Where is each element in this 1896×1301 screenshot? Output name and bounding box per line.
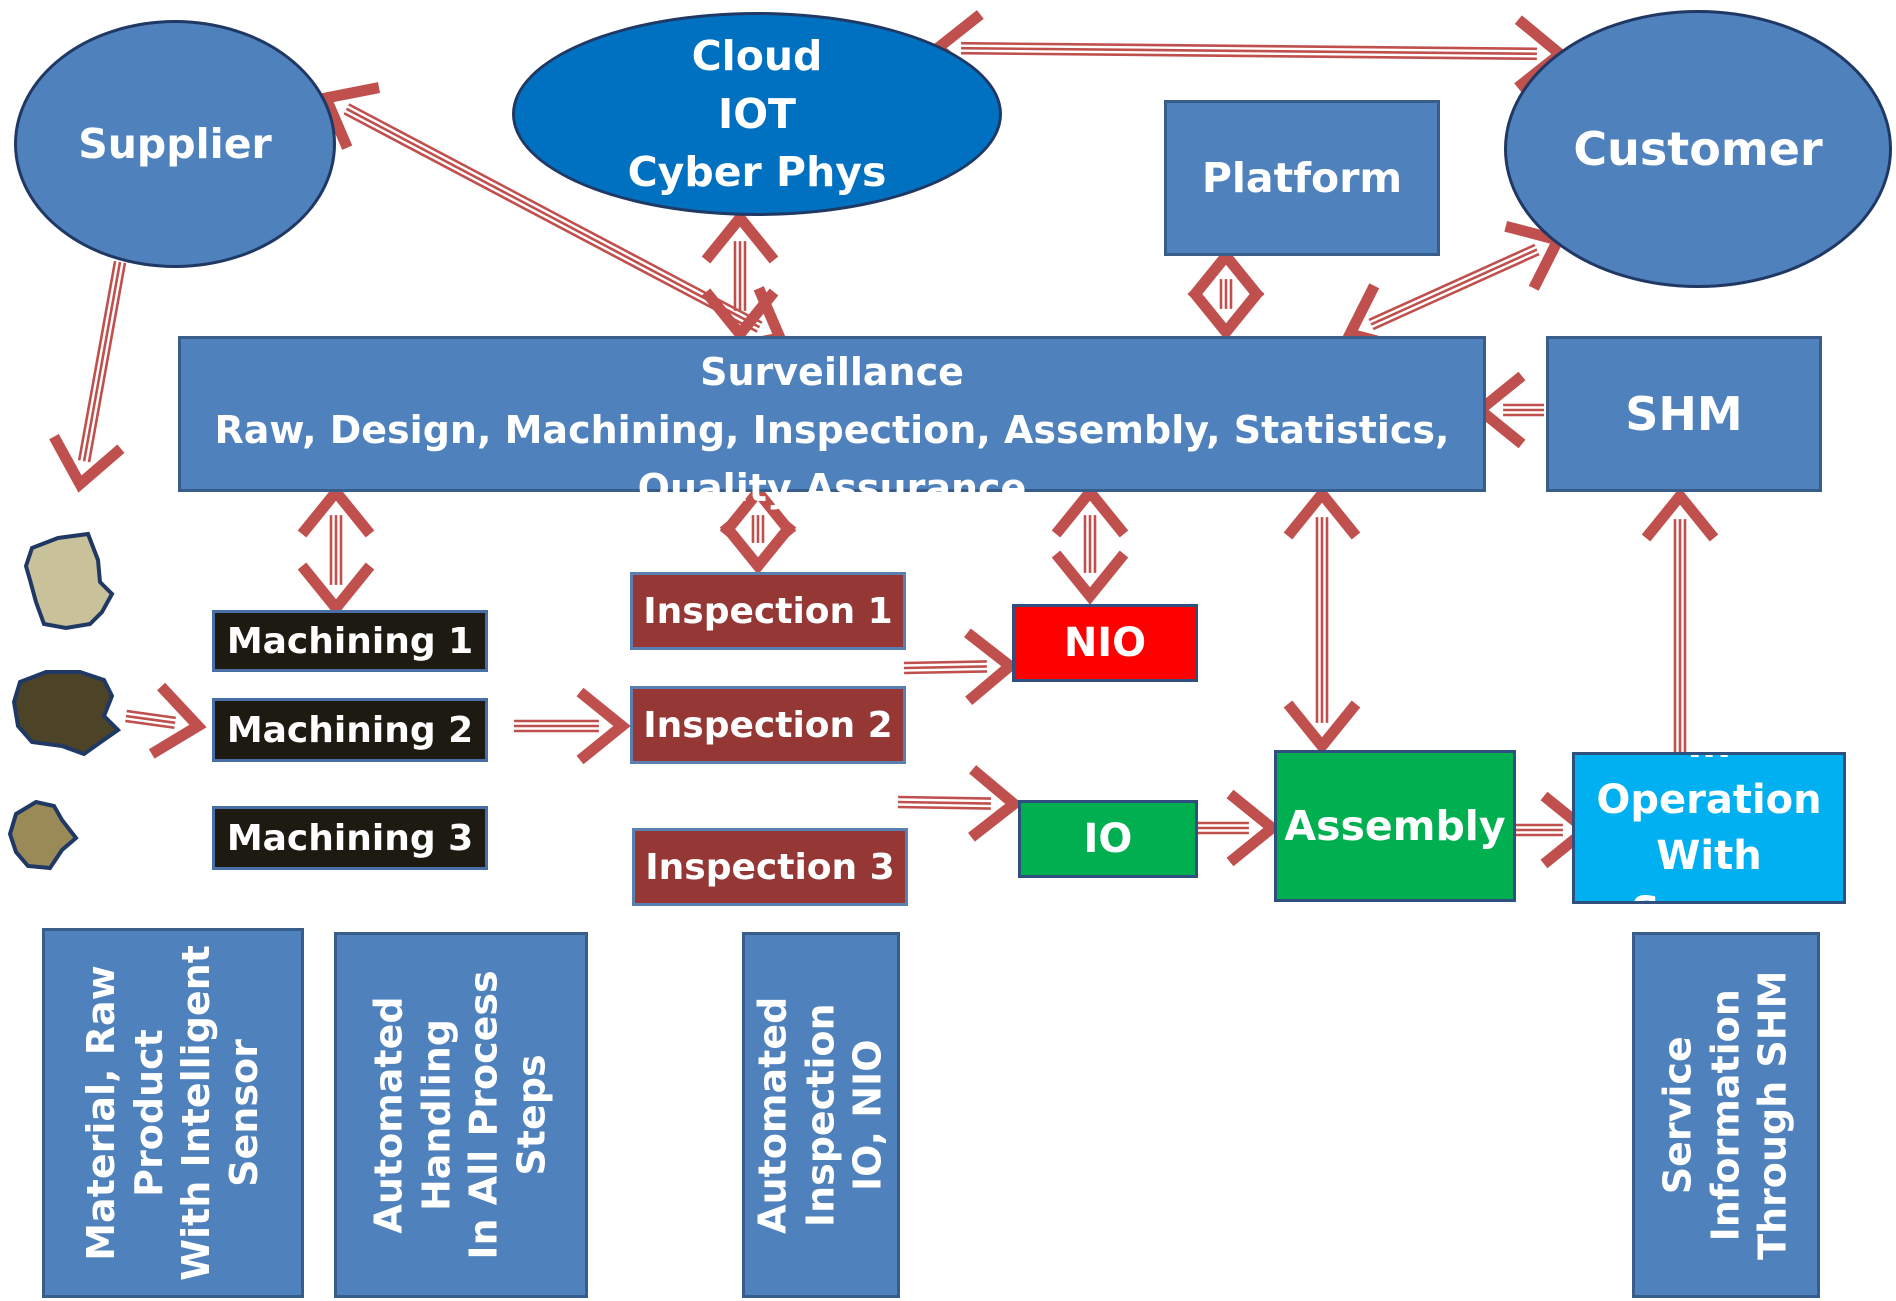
handling-label-text: Automated Handling In All Process Steps xyxy=(366,970,556,1259)
service-label-text: Service Information Through SHM xyxy=(1655,970,1798,1259)
inspection-3-box: Inspection 3 xyxy=(632,828,908,906)
customer-label: Customer xyxy=(1573,122,1823,176)
service-label-box: Service Information Through SHM xyxy=(1632,932,1820,1298)
arrow-inspection-nio xyxy=(903,628,1019,705)
inspection-label-box: Automated Inspection IO, NIO xyxy=(742,932,900,1298)
inspection-label-text: Automated Inspection IO, NIO xyxy=(750,996,893,1233)
raw-stone-mid xyxy=(7,799,79,871)
cloud-label: Cloud xyxy=(691,32,823,80)
supplier-label: Supplier xyxy=(78,120,272,168)
machining-1-box: Machining 1 xyxy=(212,610,488,672)
handling-line-3: In All Process xyxy=(462,970,506,1260)
machining-2-box: Machining 2 xyxy=(212,698,488,762)
nio-box: NIO xyxy=(1012,604,1198,682)
arrow-surveillance-assembly xyxy=(1283,485,1361,755)
inspection-3-label: Inspection 3 xyxy=(645,846,895,888)
operation-line-with: With xyxy=(1656,833,1762,879)
arrow-shm-surveillance xyxy=(1471,371,1544,449)
arrow-operation-shm xyxy=(1641,487,1719,752)
nio-label: NIO xyxy=(1063,620,1147,666)
io-label: IO xyxy=(1083,816,1133,862)
arrow-cloud-surveillance xyxy=(701,209,779,343)
material-line-4: Sensor xyxy=(221,1039,266,1187)
machining-3-box: Machining 3 xyxy=(212,806,488,870)
inspection-2-box: Inspection 2 xyxy=(630,686,906,764)
handling-line-1: Automated xyxy=(367,996,411,1234)
material-line-1: Material, Raw xyxy=(79,965,124,1261)
arrow-inspection-io xyxy=(897,765,1023,842)
platform-node: Platform xyxy=(1164,100,1440,256)
customer-node: Customer xyxy=(1504,10,1892,288)
material-line-2: Product xyxy=(126,1029,171,1197)
operation-line-sensor: Sensor xyxy=(1631,884,1786,901)
operation-line-in: In xyxy=(1687,755,1730,772)
service-line-1: Service xyxy=(1655,1036,1700,1194)
arrow-supplier-raw xyxy=(49,260,127,493)
inspection-line-2: Inspection xyxy=(798,1003,843,1227)
material-line-3: With Intelligent xyxy=(174,945,219,1281)
raw-material-stones xyxy=(7,531,122,871)
service-line-3: Through SHM xyxy=(1750,970,1795,1260)
io-box: IO xyxy=(1018,800,1198,878)
arrow-io-assembly xyxy=(1198,789,1281,867)
surveillance-scope: Raw, Design, Machining, Inspection, Asse… xyxy=(214,408,1450,452)
handling-line-4: Steps xyxy=(509,1054,554,1176)
assembly-label: Assembly xyxy=(1284,802,1506,850)
handling-line-2: Handling xyxy=(414,1019,459,1212)
operation-box: In Operation With Sensor xyxy=(1572,752,1846,904)
shm-label: SHM xyxy=(1625,387,1743,441)
material-label-box: Material, Raw Product With Intelligent S… xyxy=(42,928,304,1298)
surveillance-quality: Quality Assurance xyxy=(637,466,1027,510)
cyber-phys-label: Cyber Phys xyxy=(627,148,887,196)
inspection-1-box: Inspection 1 xyxy=(630,572,906,650)
iot-label: IOT xyxy=(717,90,797,138)
inspection-line-3: IO, NIO xyxy=(845,1039,890,1191)
inspection-line-1: Automated xyxy=(750,996,795,1234)
cloud-node: Cloud IOT Cyber Phys xyxy=(512,12,1002,216)
platform-label: Platform xyxy=(1201,154,1403,202)
arrow-surveillance-inspection xyxy=(719,483,797,575)
surveillance-node: Surveillance Raw, Design, Machining, Ins… xyxy=(178,336,1486,510)
supplier-node: Supplier xyxy=(14,20,336,268)
service-line-2: Information xyxy=(1703,988,1748,1242)
assembly-box: Assembly xyxy=(1274,750,1516,902)
machining-2-label: Machining 2 xyxy=(226,709,474,751)
arrow-cloud-customer xyxy=(929,10,1569,92)
shm-node: SHM xyxy=(1546,336,1822,492)
surveillance-title: Surveillance xyxy=(700,350,964,394)
arrow-stone-machining xyxy=(125,682,207,759)
arrow-platform-surveillance xyxy=(1187,247,1265,341)
arrow-surveillance-machining xyxy=(297,483,375,617)
inspection-2-label: Inspection 2 xyxy=(643,704,893,746)
arrow-surveillance-nio xyxy=(1051,483,1129,605)
machining-1-label: Machining 1 xyxy=(226,620,474,662)
inspection-1-label: Inspection 1 xyxy=(643,590,893,632)
machining-3-label: Machining 3 xyxy=(226,817,474,859)
handling-label-box: Automated Handling In All Process Steps xyxy=(334,932,588,1298)
raw-stone-light xyxy=(23,531,115,631)
material-label-text: Material, Raw Product With Intelligent S… xyxy=(78,945,268,1281)
raw-stone-dark xyxy=(11,670,122,757)
operation-line-operation: Operation xyxy=(1596,777,1822,823)
arrow-machining-inspection xyxy=(514,687,631,765)
